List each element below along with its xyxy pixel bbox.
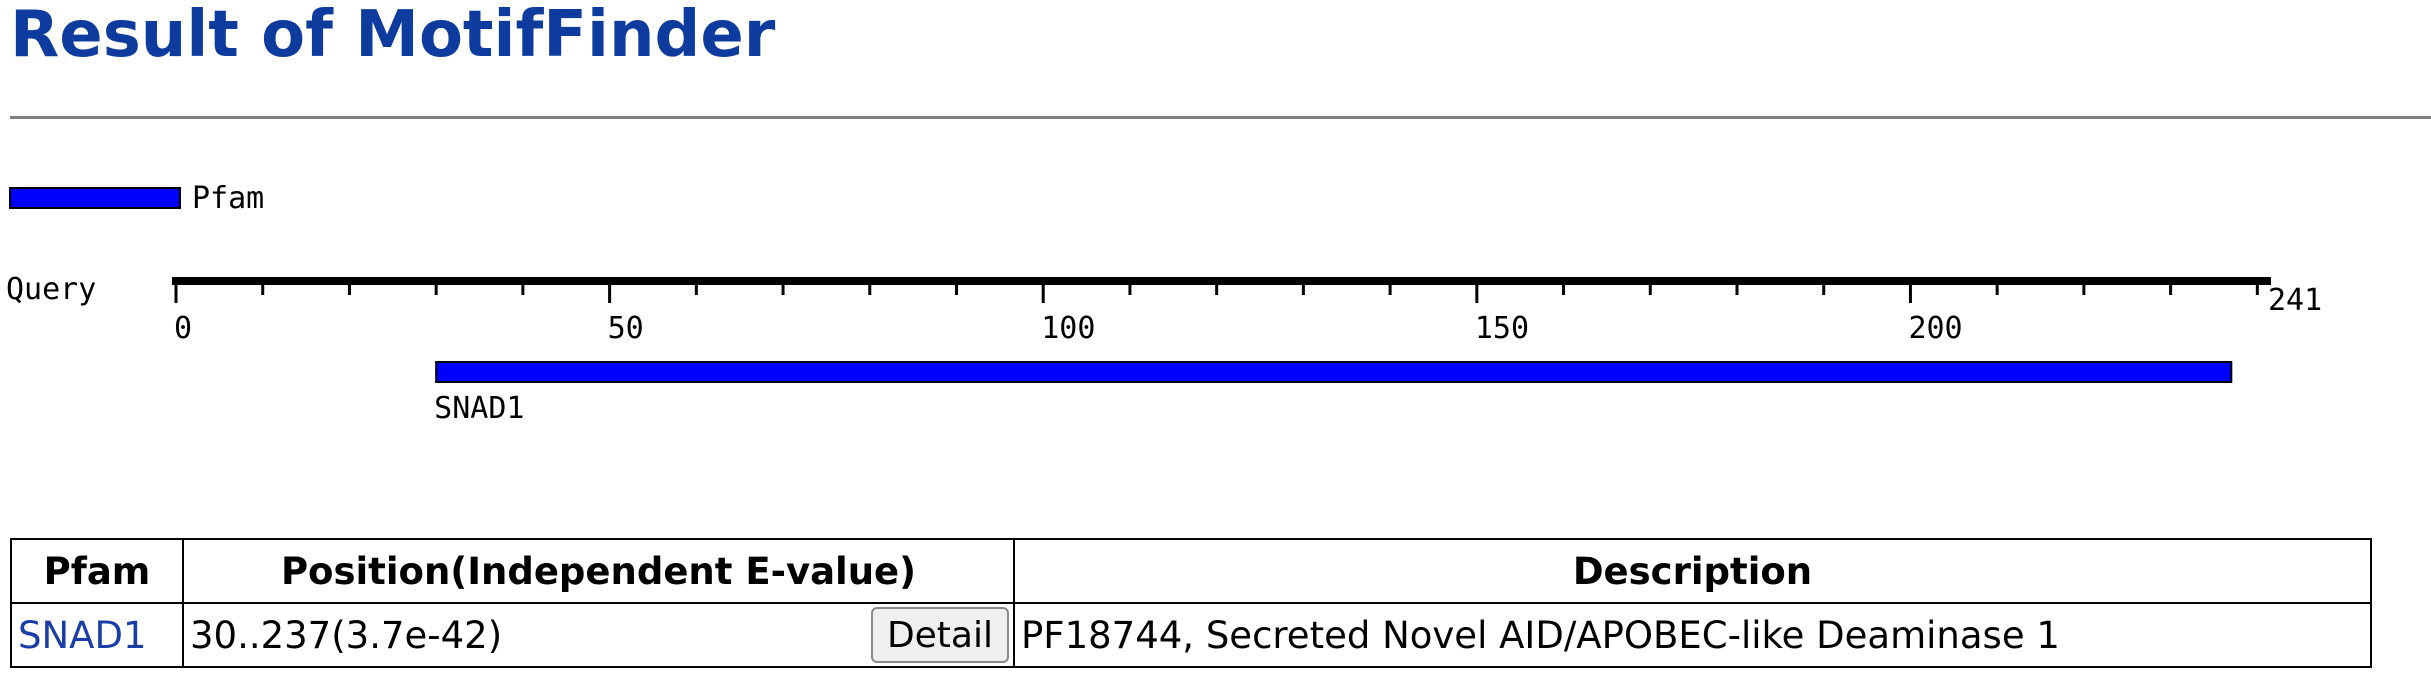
axis-tick-label: 200 — [1908, 311, 1962, 346]
axis-tick-label: 150 — [1475, 311, 1529, 346]
results-table: Pfam Position(Independent E-value) Descr… — [10, 538, 2372, 668]
header-description: Description — [1013, 538, 2372, 604]
axis-tick-label: 100 — [1041, 311, 1095, 346]
detail-button[interactable]: Detail — [870, 607, 1009, 663]
motif-graphic: Pfam Query 0 50 100 150 200 241 SNAD1 — [6, 181, 2322, 426]
domain-layer: SNAD1 — [434, 361, 2233, 426]
axis-tick-label: 50 — [608, 311, 644, 346]
query-axis-line — [172, 277, 2271, 285]
table-row: SNAD1 30..237(3.7e-42) Detail PF18744, S… — [10, 602, 2372, 668]
header-position: Position(Independent E-value) — [182, 538, 1015, 604]
domain-bar — [435, 361, 2233, 383]
title-divider — [10, 116, 2431, 119]
position-value: 30..237(3.7e-42) — [190, 613, 503, 657]
header-pfam: Pfam — [10, 538, 184, 604]
query-track-label: Query — [6, 272, 96, 307]
position-cell: 30..237(3.7e-42) Detail — [182, 602, 1015, 668]
sequence-length-label: 241 — [2268, 283, 2322, 318]
axis-tick-label: 0 — [174, 311, 192, 346]
pfam-link-snad1[interactable]: SNAD1 — [18, 613, 147, 657]
domain-label: SNAD1 — [434, 391, 524, 426]
axis-ticks: 0 50 100 150 200 — [174, 283, 2259, 346]
page-title: Result of MotifFinder — [10, 0, 776, 72]
description-cell: PF18744, Secreted Novel AID/APOBEC-like … — [1013, 602, 2372, 668]
legend-label: Pfam — [192, 181, 264, 216]
table-header-row: Pfam Position(Independent E-value) Descr… — [10, 538, 2372, 604]
pfam-cell: SNAD1 — [10, 602, 184, 668]
legend-swatch — [9, 187, 181, 209]
